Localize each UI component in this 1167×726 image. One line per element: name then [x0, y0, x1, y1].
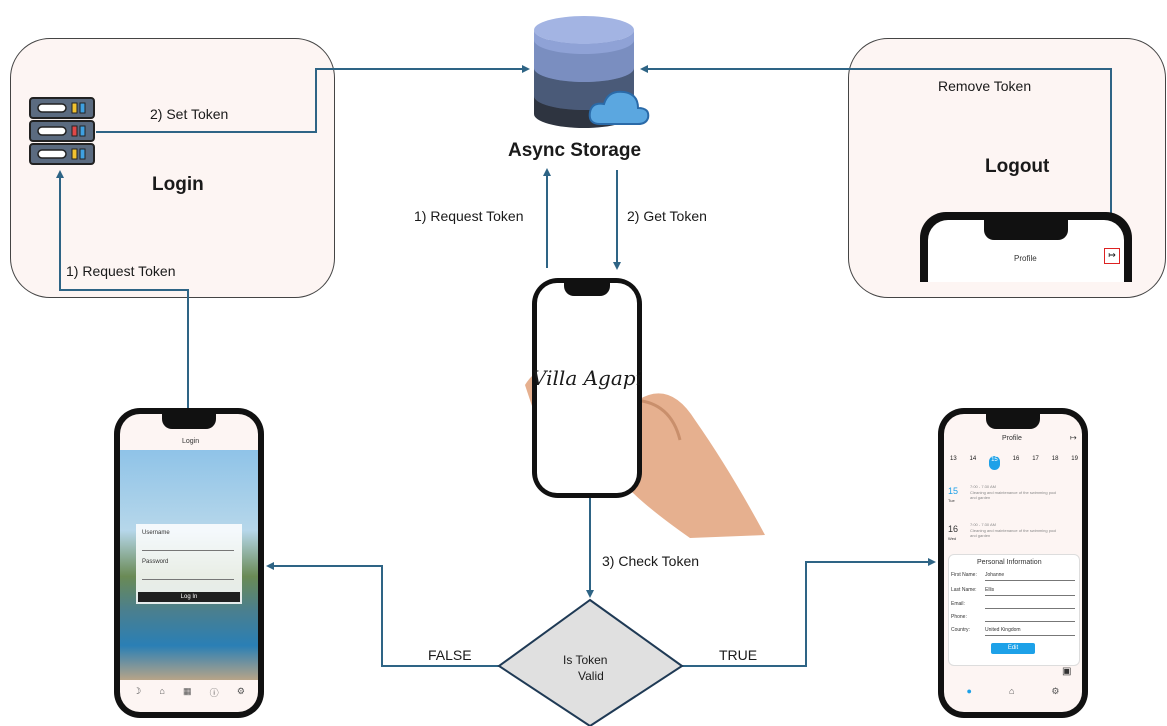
async-storage-title: Async Storage: [508, 140, 642, 161]
decision-line2: Valid: [578, 669, 604, 683]
profile-phone: Profile ↦ 13 14 15 16 17 18 19 15 Tue 7:…: [938, 408, 1088, 718]
server-icon: [29, 97, 95, 165]
decision-diamond: [497, 598, 684, 726]
profile-logout-icon[interactable]: ↦: [1070, 433, 1077, 442]
event-item[interactable]: 15 Tue 7:00 - 7:30 AM Cleaning and maint…: [948, 482, 1078, 518]
event-item[interactable]: 16 Wed 7:00 - 7:30 AM Cleaning and maint…: [948, 520, 1078, 550]
date-19[interactable]: 19: [1071, 456, 1078, 462]
check-token-label: 3) Check Token: [602, 553, 700, 569]
brand-logo: Villa Agapi: [532, 366, 642, 390]
event-text: Cleaning and maintenance of the swimming…: [970, 528, 1057, 538]
profile-tab-bar: ● ⌂ ⚙: [948, 686, 1078, 700]
username-input[interactable]: [142, 550, 234, 551]
login-tab-bar: ☽ ⌂ ▦ ⓘ ⚙: [124, 686, 254, 700]
field-label: Last Name:: [951, 587, 977, 593]
true-label: TRUE: [719, 647, 758, 663]
event-time: 7:00 - 7:30 AM: [970, 522, 997, 527]
date-14[interactable]: 14: [969, 456, 977, 462]
set-token-label: 2) Set Token: [150, 106, 229, 122]
personal-info-card: Personal Information First Name: Johanne…: [948, 554, 1080, 666]
tab-settings-icon[interactable]: ⚙: [1051, 686, 1060, 696]
password-label: Password: [142, 559, 169, 565]
tab-profile-icon[interactable]: ●: [966, 686, 972, 696]
event-day: 16: [948, 524, 959, 534]
get-token-label: 2) Get Token: [627, 208, 707, 224]
logout-phone-title: Profile: [1014, 254, 1037, 263]
event-weekday: Wed: [948, 536, 957, 541]
login-form: Username Password Log In: [136, 524, 242, 604]
date-strip: 13 14 15 16 17 18 19: [950, 456, 1078, 470]
date-15[interactable]: 15: [989, 456, 1000, 470]
cloud-icon: [588, 90, 650, 125]
database-icon: [534, 16, 650, 128]
center-request-token-label: 1) Request Token: [414, 208, 524, 224]
false-arrow: [266, 562, 500, 667]
tab-home-icon[interactable]: ⌂: [1008, 686, 1015, 696]
phone-field[interactable]: [985, 621, 1075, 622]
bot-icon[interactable]: ▣: [1062, 666, 1072, 677]
false-label: FALSE: [428, 647, 472, 663]
login-panel: [10, 38, 335, 298]
tab-people-icon[interactable]: ☽: [133, 686, 142, 696]
logout-phone: Profile ↦: [920, 212, 1132, 282]
field-label: Phone:: [951, 614, 967, 620]
tab-calendar-icon[interactable]: ▦: [182, 686, 192, 696]
event-text: Cleaning and maintenance of the swimming…: [970, 490, 1057, 500]
remove-token-label: Remove Token: [938, 78, 1032, 94]
tab-home-icon[interactable]: ⌂: [159, 686, 165, 696]
date-18[interactable]: 18: [1051, 456, 1059, 462]
field-value[interactable]: Johanne: [985, 572, 1005, 578]
login-request-token-arrow: [56, 170, 189, 408]
event-time: 7:00 - 7:30 AM: [970, 484, 997, 489]
true-arrow: [682, 558, 936, 667]
field-label: First Name:: [951, 572, 977, 578]
date-13[interactable]: 13: [950, 456, 957, 462]
login-request-token-label: 1) Request Token: [66, 263, 176, 279]
field-label: Email:: [951, 601, 965, 607]
login-phone-title: Login: [182, 438, 200, 445]
event-weekday: Tue: [948, 498, 955, 503]
username-label: Username: [142, 530, 170, 536]
logout-title: Logout: [985, 156, 1050, 177]
center-phone: Villa Agapi: [532, 278, 642, 498]
login-title: Login: [152, 174, 204, 195]
field-label: Country:: [951, 627, 970, 633]
tab-info-icon[interactable]: ⓘ: [209, 688, 219, 698]
field-value[interactable]: United Kingdom: [985, 627, 1021, 633]
logout-button[interactable]: ↦: [1104, 248, 1120, 264]
edit-button[interactable]: Edit: [991, 643, 1035, 654]
set-token-arrow: [96, 65, 530, 133]
field-value[interactable]: Ellis: [985, 587, 995, 593]
date-16[interactable]: 16: [1012, 456, 1020, 462]
decision-line1: Is Token: [563, 653, 608, 667]
email-field[interactable]: [985, 608, 1075, 609]
event-day: 15: [948, 486, 959, 496]
date-17[interactable]: 17: [1032, 456, 1039, 462]
login-phone: Login Username Password Log In ☽ ⌂ ▦ ⓘ ⚙: [114, 408, 264, 718]
password-input[interactable]: [142, 579, 234, 580]
profile-phone-title: Profile: [1002, 435, 1022, 442]
tab-settings-icon[interactable]: ⚙: [236, 686, 245, 696]
remove-token-arrow: [640, 65, 1112, 250]
personal-info-title: Personal Information: [977, 559, 1042, 566]
login-button[interactable]: Log In: [138, 592, 240, 602]
